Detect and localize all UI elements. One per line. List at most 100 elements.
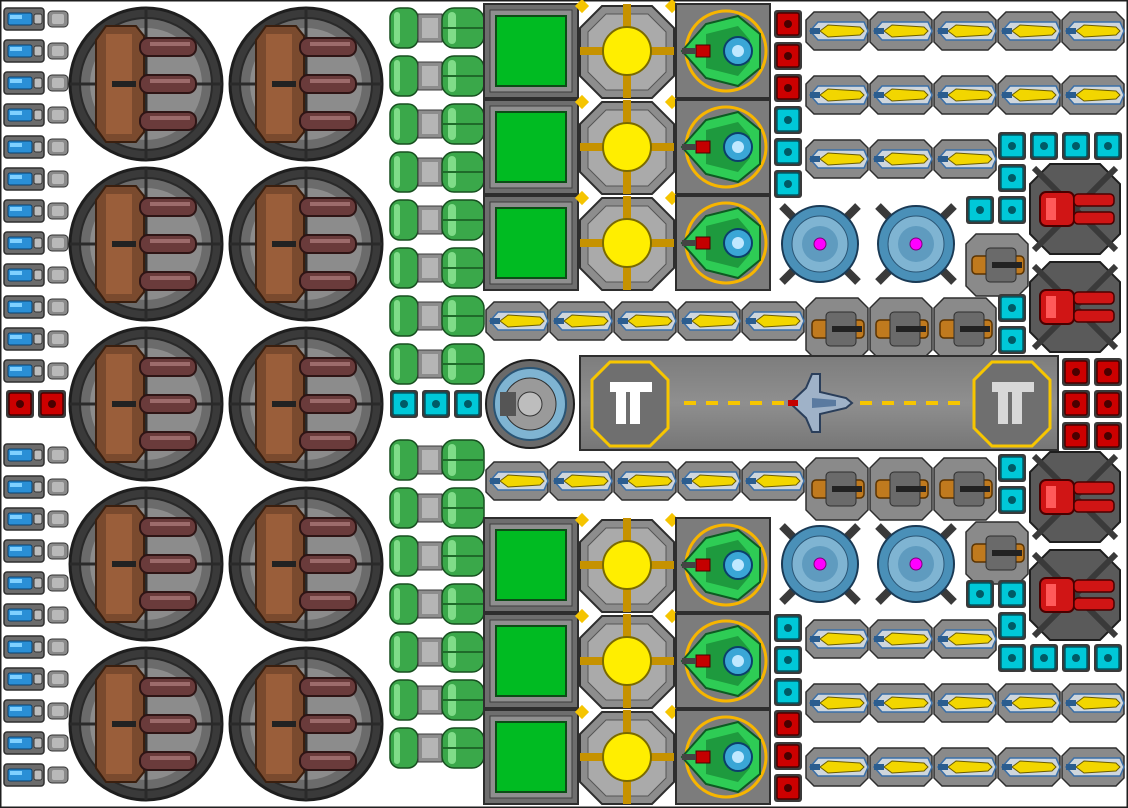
missile-icon[interactable]	[805, 747, 869, 787]
missile-icon[interactable]	[933, 11, 997, 51]
battery-icon[interactable]	[3, 635, 69, 659]
missile-icon[interactable]	[805, 619, 869, 659]
missile-icon[interactable]	[869, 11, 933, 51]
conduit-icon[interactable]	[773, 9, 803, 39]
reactor-icon[interactable]	[68, 166, 224, 322]
missile-icon[interactable]	[869, 683, 933, 723]
conduit-icon[interactable]	[997, 163, 1027, 193]
cannon-icon[interactable]	[933, 457, 997, 521]
missile-icon[interactable]	[933, 619, 997, 659]
battery-icon[interactable]	[3, 763, 69, 787]
tank-icon[interactable]	[389, 535, 485, 577]
shield-icon[interactable]	[782, 206, 858, 282]
missile-icon[interactable]	[677, 461, 741, 501]
reactor-icon[interactable]	[228, 326, 384, 482]
armor-block-icon[interactable]	[483, 99, 579, 195]
shield-icon[interactable]	[878, 206, 954, 282]
turret-icon[interactable]	[1030, 452, 1120, 542]
tank-icon[interactable]	[389, 295, 485, 337]
missile-icon[interactable]	[1061, 75, 1125, 115]
tank-icon[interactable]	[389, 631, 485, 673]
conduit-icon[interactable]	[37, 389, 67, 419]
conduit-icon[interactable]	[1061, 357, 1091, 387]
hangar-door-icon[interactable]	[485, 359, 575, 449]
conduit-icon[interactable]	[965, 579, 995, 609]
battery-icon[interactable]	[3, 571, 69, 595]
conduit-icon[interactable]	[1029, 643, 1059, 673]
conduit-icon[interactable]	[773, 41, 803, 71]
reactor-icon[interactable]	[68, 486, 224, 642]
battery-icon[interactable]	[3, 443, 69, 467]
conduit-icon[interactable]	[5, 389, 35, 419]
conduit-icon[interactable]	[773, 613, 803, 643]
missile-icon[interactable]	[805, 75, 869, 115]
missile-icon[interactable]	[741, 301, 805, 341]
conduit-icon[interactable]	[997, 325, 1027, 355]
battery-icon[interactable]	[3, 507, 69, 531]
missile-icon[interactable]	[741, 461, 805, 501]
battery-icon[interactable]	[3, 135, 69, 159]
conduit-icon[interactable]	[773, 645, 803, 675]
conduit-icon[interactable]	[453, 389, 483, 419]
missile-icon[interactable]	[613, 301, 677, 341]
battery-icon[interactable]	[3, 167, 69, 191]
battery-icon[interactable]	[3, 475, 69, 499]
battery-icon[interactable]	[3, 295, 69, 319]
tank-icon[interactable]	[389, 439, 485, 481]
cannon-icon[interactable]	[805, 297, 869, 361]
conduit-icon[interactable]	[773, 137, 803, 167]
missile-icon[interactable]	[805, 11, 869, 51]
conduit-icon[interactable]	[773, 773, 803, 803]
missile-icon[interactable]	[933, 683, 997, 723]
cannon-icon[interactable]	[965, 233, 1029, 297]
missile-icon[interactable]	[549, 461, 613, 501]
shield-icon[interactable]	[782, 526, 858, 602]
conduit-icon[interactable]	[1029, 131, 1059, 161]
tank-icon[interactable]	[389, 727, 485, 769]
tank-icon[interactable]	[389, 151, 485, 193]
armor-block-icon[interactable]	[483, 613, 579, 709]
cannon-icon[interactable]	[805, 457, 869, 521]
conduit-icon[interactable]	[997, 485, 1027, 515]
battery-icon[interactable]	[3, 71, 69, 95]
missile-icon[interactable]	[805, 139, 869, 179]
battery-icon[interactable]	[3, 327, 69, 351]
shield-icon[interactable]	[878, 526, 954, 602]
battery-icon[interactable]	[3, 359, 69, 383]
battery-icon[interactable]	[3, 667, 69, 691]
tank-icon[interactable]	[389, 487, 485, 529]
battery-icon[interactable]	[3, 699, 69, 723]
conduit-icon[interactable]	[997, 293, 1027, 323]
conduit-icon[interactable]	[1093, 421, 1123, 451]
conduit-icon[interactable]	[1093, 131, 1123, 161]
missile-icon[interactable]	[869, 75, 933, 115]
conduit-icon[interactable]	[1093, 357, 1123, 387]
tank-icon[interactable]	[389, 199, 485, 241]
cannon-icon[interactable]	[869, 457, 933, 521]
reactor-icon[interactable]	[68, 646, 224, 802]
tank-icon[interactable]	[389, 7, 485, 49]
missile-icon[interactable]	[997, 11, 1061, 51]
conduit-icon[interactable]	[773, 741, 803, 771]
conduit-icon[interactable]	[997, 195, 1027, 225]
missile-icon[interactable]	[869, 747, 933, 787]
reactor-icon[interactable]	[68, 326, 224, 482]
conduit-icon[interactable]	[1093, 389, 1123, 419]
missile-icon[interactable]	[1061, 747, 1125, 787]
conduit-icon[interactable]	[997, 131, 1027, 161]
reactor-icon[interactable]	[68, 6, 224, 162]
turret-icon[interactable]	[1030, 550, 1120, 640]
conduit-icon[interactable]	[997, 643, 1027, 673]
turret-icon[interactable]	[1030, 262, 1120, 352]
battery-icon[interactable]	[3, 103, 69, 127]
battery-icon[interactable]	[3, 539, 69, 563]
conduit-icon[interactable]	[773, 73, 803, 103]
thruster-icon[interactable]	[674, 612, 772, 710]
cannon-icon[interactable]	[965, 521, 1029, 585]
reactor-icon[interactable]	[228, 6, 384, 162]
missile-icon[interactable]	[933, 75, 997, 115]
tank-icon[interactable]	[389, 55, 485, 97]
missile-icon[interactable]	[869, 139, 933, 179]
cannon-icon[interactable]	[933, 297, 997, 361]
conduit-icon[interactable]	[965, 195, 995, 225]
